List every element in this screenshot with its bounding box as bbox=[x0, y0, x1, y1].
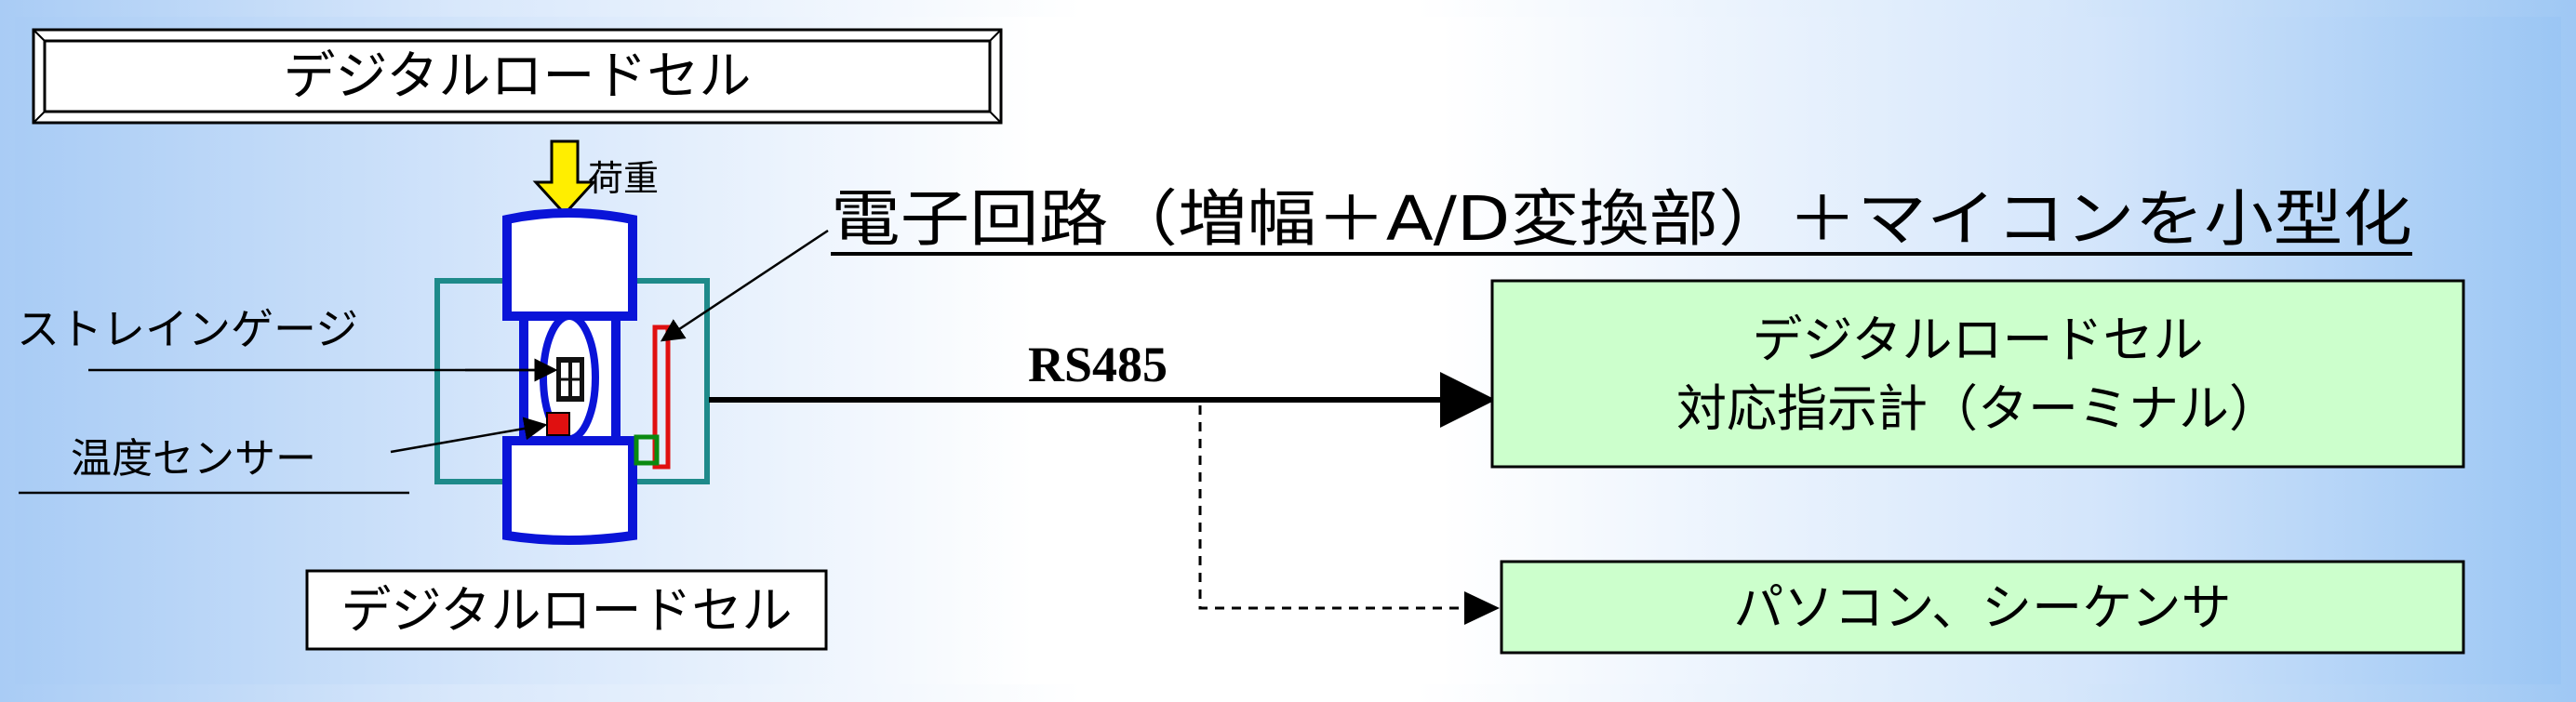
pc-label: パソコン、シーケンサ bbox=[1733, 578, 2231, 637]
title-box: デジタルロードセル bbox=[32, 28, 1003, 125]
pc-link bbox=[1198, 405, 1494, 610]
load-label: 荷重 bbox=[588, 158, 659, 199]
terminal-box: デジタルロードセル 対応指示計（ターミナル） bbox=[1490, 279, 2465, 469]
strain-gauge-icon bbox=[556, 357, 584, 402]
strain-gauge-label: ストレインゲージ bbox=[17, 304, 358, 354]
temperature-sensor-pointer bbox=[390, 417, 548, 454]
headline-pointer bbox=[660, 229, 829, 342]
circuit-board-icon bbox=[634, 325, 671, 470]
temperature-sensor-icon bbox=[546, 412, 570, 436]
pc-link-arrowhead bbox=[1464, 591, 1500, 625]
title-box-label: デジタルロードセル bbox=[284, 46, 752, 107]
load-arrow: 荷重 bbox=[532, 139, 659, 217]
rs485-label: RS485 bbox=[1028, 337, 1168, 392]
terminal-line1: デジタルロードセル bbox=[1753, 311, 2204, 369]
cell-label: デジタルロードセル bbox=[341, 581, 793, 640]
cell-label-box bbox=[305, 569, 828, 651]
terminal-line2: 対応指示計（ターミナル） bbox=[1676, 379, 2279, 438]
load-arrow-icon bbox=[532, 139, 597, 217]
headline: 電子回路（増幅＋A/D変換部）＋マイコンを小型化 bbox=[831, 183, 2412, 255]
pc-box: パソコン、シーケンサ bbox=[1500, 560, 2465, 655]
temperature-sensor-label: 温度センサー bbox=[71, 435, 316, 483]
